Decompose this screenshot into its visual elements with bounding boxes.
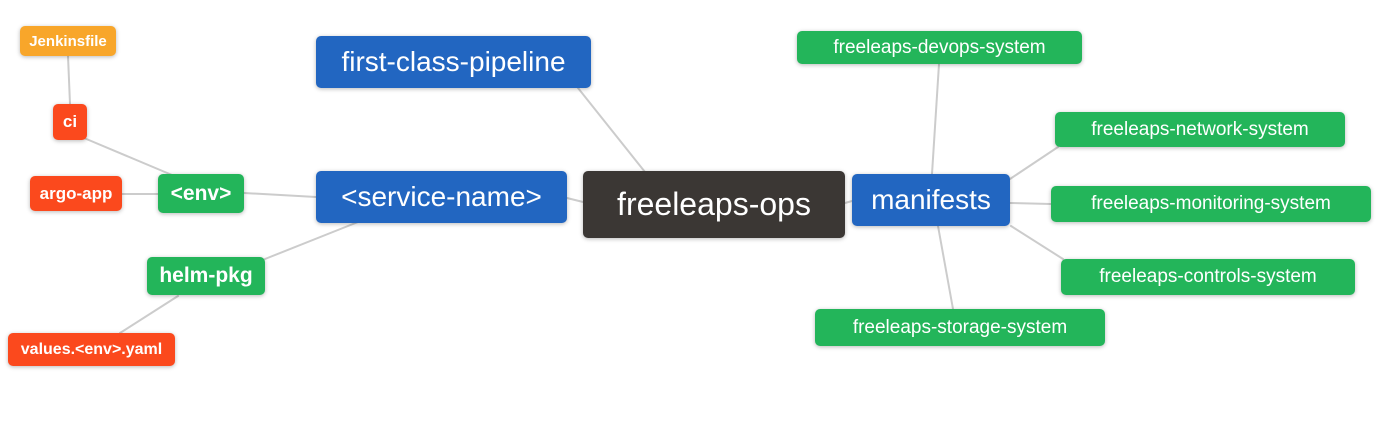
edge-ops-manifests <box>844 200 853 204</box>
edge-service-helm <box>264 221 359 260</box>
node-freeleaps-storage-system[interactable]: freeleaps-storage-system <box>815 309 1105 346</box>
node-manifests[interactable]: manifests <box>852 174 1010 226</box>
edge-ci-env <box>83 137 173 176</box>
edge-manifests-monitoring <box>1009 202 1052 205</box>
edge-service-ops <box>566 197 584 203</box>
node-argo-app[interactable]: argo-app <box>30 176 122 211</box>
edge-values-helm <box>119 295 179 334</box>
node-freeleaps-controls-system[interactable]: freeleaps-controls-system <box>1061 259 1355 295</box>
edge-manifests-storage <box>937 225 954 310</box>
node-env[interactable]: <env> <box>158 174 244 213</box>
node-ci[interactable]: ci <box>53 104 87 140</box>
node-values-env-yaml[interactable]: values.<env>.yaml <box>8 333 175 366</box>
node-freeleaps-monitoring-system[interactable]: freeleaps-monitoring-system <box>1051 186 1371 222</box>
node-freeleaps-network-system[interactable]: freeleaps-network-system <box>1055 112 1345 147</box>
node-service-name[interactable]: <service-name> <box>316 171 567 223</box>
node-helm-pkg[interactable]: helm-pkg <box>147 257 265 295</box>
edge-env-service <box>243 192 317 198</box>
node-jenkinsfile[interactable]: Jenkinsfile <box>20 26 116 56</box>
edge-jenkinsfile-ci <box>67 55 71 105</box>
edge-manifests-devops <box>931 63 940 175</box>
edge-manifests-controls <box>1010 225 1064 260</box>
node-freeleaps-ops-root[interactable]: freeleaps-ops <box>583 171 845 238</box>
edge-pipeline-ops <box>577 87 646 173</box>
node-freeleaps-devops-system[interactable]: freeleaps-devops-system <box>797 31 1082 64</box>
node-first-class-pipeline[interactable]: first-class-pipeline <box>316 36 591 88</box>
edge-manifests-network <box>1009 146 1059 180</box>
